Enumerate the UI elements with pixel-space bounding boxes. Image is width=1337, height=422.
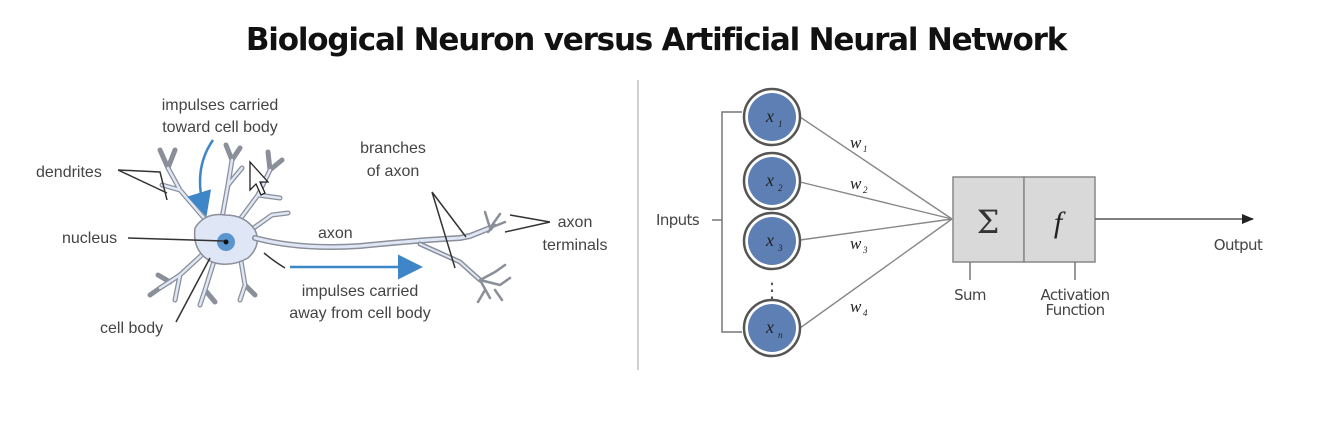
inputs-ellipsis: ⋮ — [762, 278, 782, 302]
svg-text:1: 1 — [863, 144, 868, 154]
svg-text:w: w — [850, 133, 862, 152]
label-axon-terminals-2: terminals — [543, 237, 608, 254]
svg-text:x: x — [765, 230, 774, 250]
axon-terminals-drawing — [476, 210, 512, 304]
svg-text:2: 2 — [778, 183, 783, 193]
label-impulses-away-2: away from cell body — [289, 305, 430, 322]
svg-text:2: 2 — [863, 185, 868, 195]
label-impulses-away: impulses carried — [302, 283, 418, 300]
svg-text:x: x — [765, 317, 774, 337]
svg-text:3: 3 — [777, 243, 783, 253]
weight-w2: w 2 — [850, 174, 868, 195]
svg-text:w: w — [850, 234, 862, 253]
activation-label: Activation — [1040, 286, 1109, 304]
label-axon: axon — [318, 225, 353, 242]
svg-text:w: w — [850, 297, 862, 316]
artificial-neuron: Inputs x 1 x 2 x 3 ⋮ — [656, 87, 1264, 358]
impulse-toward-arrow — [187, 139, 215, 217]
page-title: Biological Neuron versus Artificial Neur… — [245, 22, 1067, 58]
svg-text:x: x — [765, 106, 774, 126]
svg-text:1: 1 — [778, 119, 783, 129]
label-dendrites: dendrites — [36, 164, 102, 181]
input-node-2: x 2 — [742, 151, 802, 211]
weight-w3: w 3 — [850, 234, 868, 255]
svg-text:x: x — [765, 170, 774, 190]
inputs-label: Inputs — [656, 211, 700, 229]
inputs-bracket — [712, 111, 742, 333]
label-axon-terminals: axon — [558, 214, 593, 231]
weight-w1: w 1 — [850, 133, 868, 154]
input-node-1: x 1 — [742, 87, 802, 147]
svg-text:n: n — [778, 330, 783, 340]
svg-text:w: w — [850, 174, 862, 193]
activation-box — [1023, 176, 1096, 263]
activation-label-2: Function — [1045, 301, 1104, 319]
weight-w4: w 4 — [850, 297, 868, 318]
label-nucleus: nucleus — [62, 230, 117, 247]
input-node-3: x 3 — [742, 211, 802, 271]
label-cell-body: cell body — [100, 320, 163, 337]
label-branches: branches — [360, 140, 426, 157]
sum-symbol: Σ — [977, 203, 1000, 241]
mouse-cursor-icon — [249, 160, 270, 196]
label-branches-2: of axon — [367, 163, 419, 180]
svg-text:4: 4 — [863, 308, 868, 318]
output-label: Output — [1214, 236, 1263, 254]
label-impulses-toward-2: toward cell body — [162, 119, 278, 136]
input-node-n: x n — [742, 298, 802, 358]
label-impulses-toward: impulses carried — [162, 97, 278, 114]
biological-neuron: impulses carried toward cell body dendri… — [36, 97, 607, 337]
svg-text:3: 3 — [862, 245, 868, 255]
sum-label: Sum — [954, 286, 986, 304]
